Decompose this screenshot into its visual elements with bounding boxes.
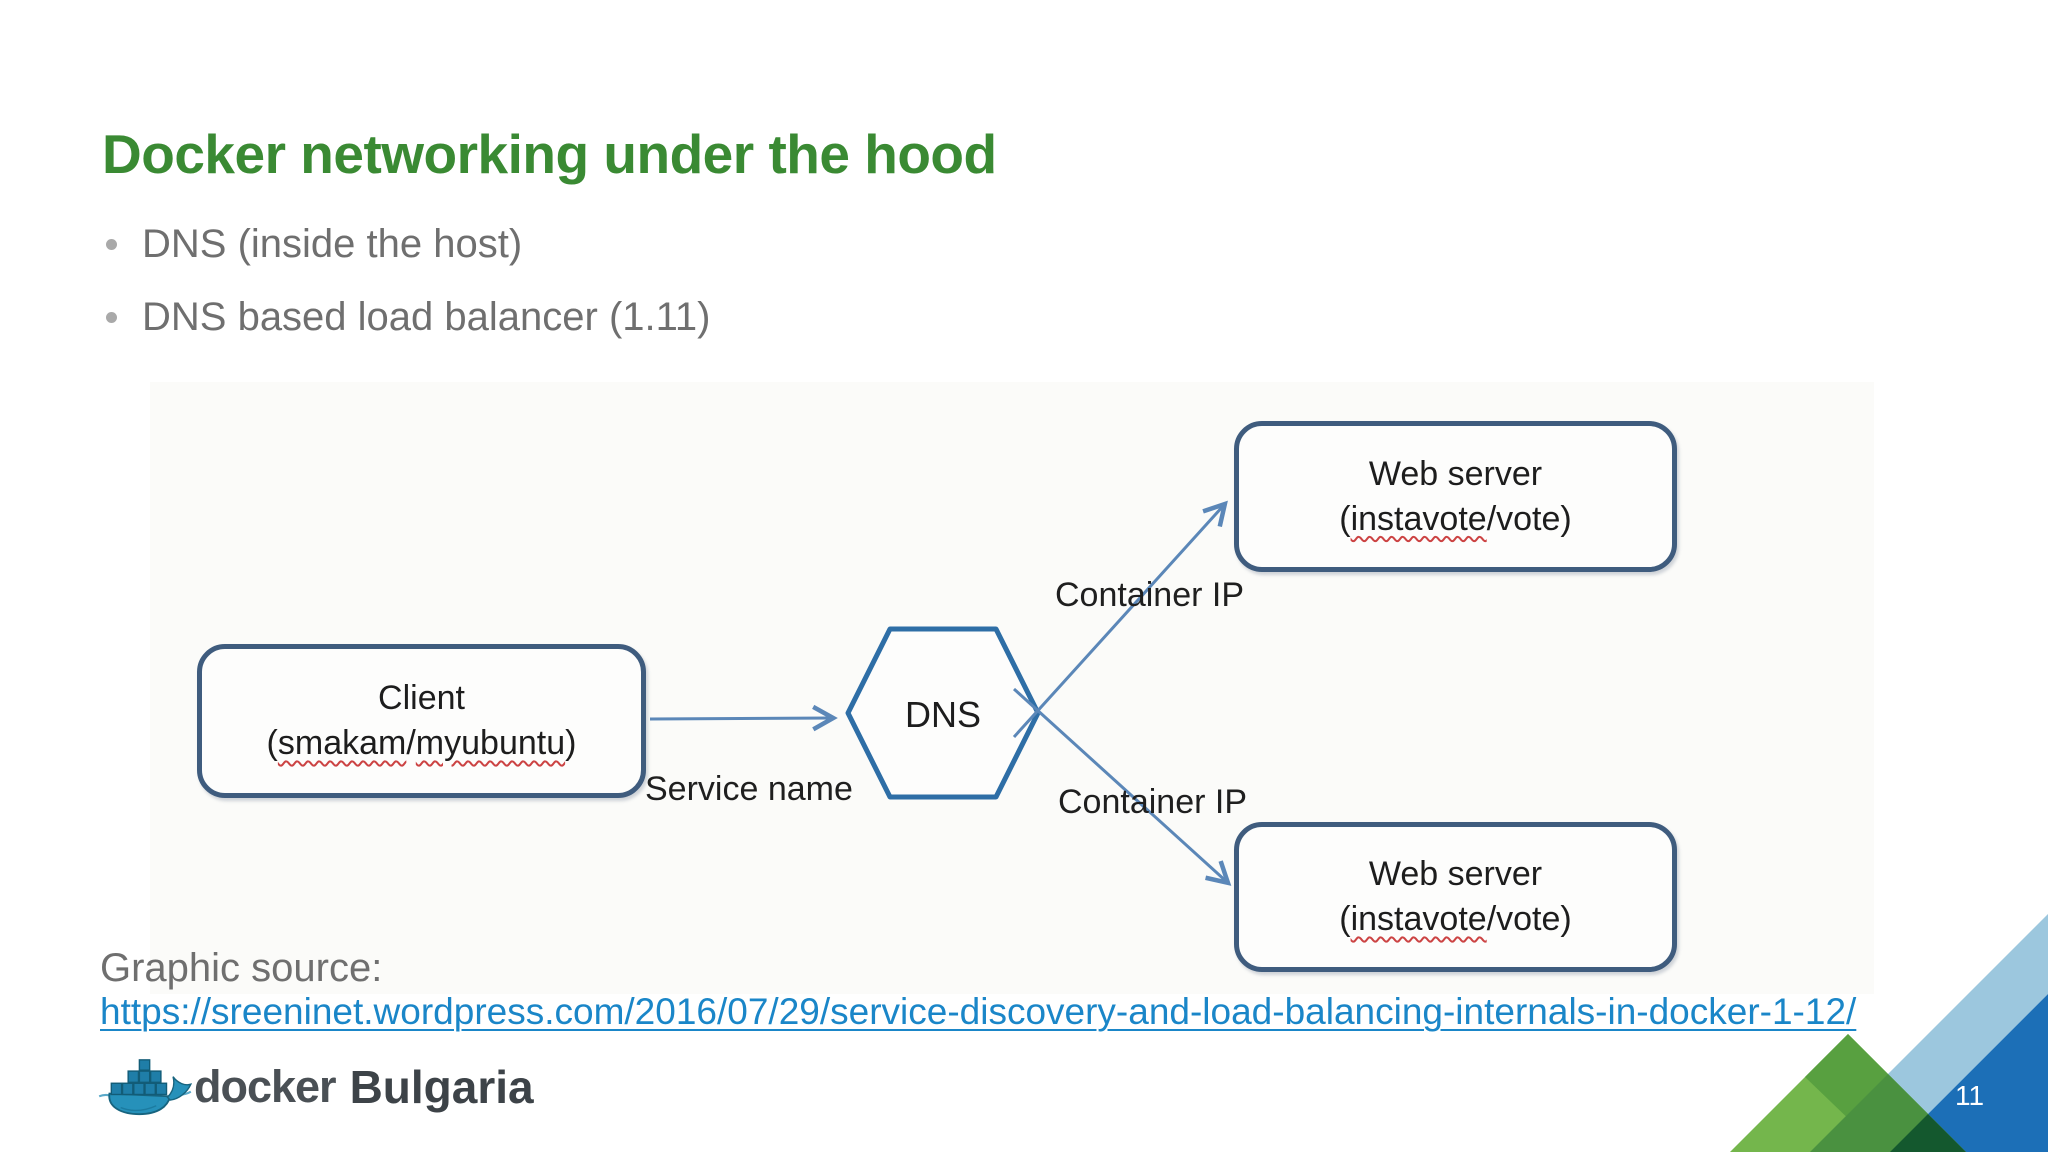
diagram-node-web-server-top: Web server (instavote/vote) — [1234, 421, 1677, 572]
logo-brand-text: docker — [194, 1061, 337, 1112]
diagram-node-web-server-bottom: Web server (instavote/vote) — [1234, 822, 1677, 972]
edge-label-container-ip-bottom: Container IP — [1058, 783, 1247, 821]
logo-region-text: Bulgaria — [349, 1061, 534, 1113]
web-server-title: Web server — [1368, 855, 1543, 894]
paren: ( — [1339, 499, 1351, 538]
web-server-subtitle: (instavote/vote) — [1339, 897, 1571, 942]
slash: / — [406, 724, 416, 762]
edge-label-service-name: Service name — [645, 770, 853, 808]
bullet-item-dns-load-balancer: DNS based load balancer (1.11) — [104, 295, 710, 340]
web-image-suffix: /vote) — [1486, 900, 1572, 938]
client-node-title: Client — [378, 679, 465, 718]
corner-dark-blue-triangle — [1890, 994, 2048, 1152]
slide-title: Docker networking under the hood — [102, 123, 997, 185]
diagram-node-client: Client (smakam/myubuntu) — [197, 644, 646, 798]
page-number: 11 — [1955, 1080, 1985, 1111]
dns-hexagon-shape — [845, 626, 1041, 800]
web-server-title: Web server — [1368, 454, 1543, 493]
dns-node-label: DNS — [904, 694, 981, 735]
bullet-item-dns-inside-host: DNS (inside the host) — [104, 222, 710, 267]
docker-whale-icon — [98, 1059, 192, 1116]
arrow-client-to-dns — [649, 704, 838, 732]
bullet-list: DNS (inside the host) DNS based load bal… — [104, 222, 710, 368]
bullet-dot-icon — [106, 239, 117, 250]
arrow-dns-to-web-bottom — [1012, 687, 1232, 886]
paren: ) — [565, 724, 577, 762]
edge-label-container-ip-top: Container IP — [1055, 576, 1244, 614]
corner-band-green-overlap — [1810, 1074, 1928, 1152]
paren: ( — [1339, 900, 1351, 938]
bullet-text: DNS (inside the host) — [142, 222, 523, 266]
graphic-source-label: Graphic source: — [100, 946, 383, 990]
bullet-dot-icon — [106, 312, 117, 323]
client-image-name: smakam — [277, 724, 407, 762]
docker-bulgaria-logo: docker Bulgaria — [98, 1058, 534, 1116]
corner-dark-green-overlap — [1890, 1114, 1966, 1152]
arrow-dns-to-web-top — [1012, 500, 1228, 739]
client-container-name: myubuntu — [415, 724, 566, 762]
bullet-text: DNS based load balancer (1.11) — [142, 295, 711, 339]
paren: ( — [266, 724, 278, 762]
client-node-subtitle: (smakam/myubuntu) — [267, 721, 577, 766]
graphic-source-link[interactable]: https://sreeninet.wordpress.com/2016/07/… — [100, 991, 1857, 1032]
web-image-suffix: /vote) — [1486, 499, 1572, 538]
web-image-name: instavote — [1350, 900, 1487, 938]
web-server-subtitle: (instavote/vote) — [1339, 497, 1571, 542]
web-image-name: instavote — [1350, 499, 1487, 538]
